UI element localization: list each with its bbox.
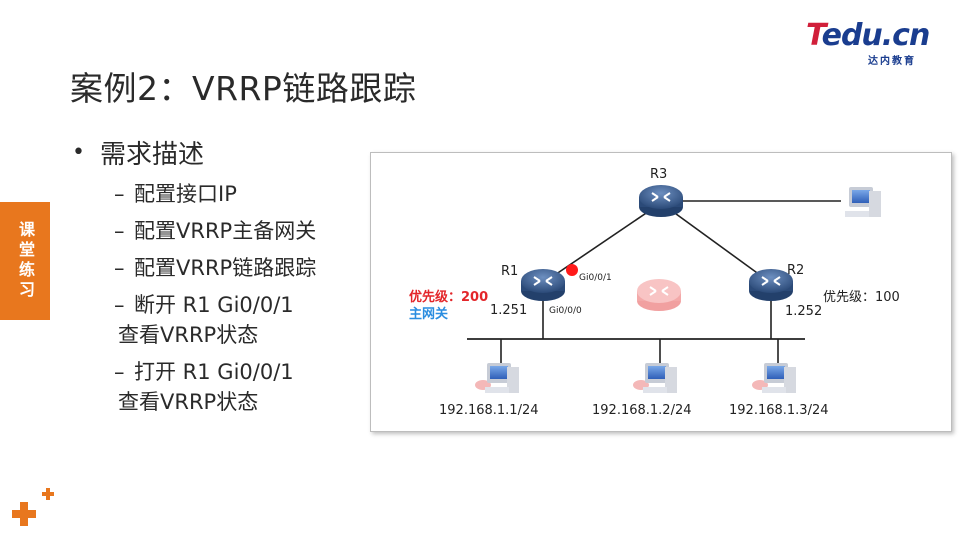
link-r3-r1	[542, 202, 662, 284]
list-item-text-cont: 查看VRRP状态	[118, 323, 259, 347]
requirements-heading-row: • 需求描述	[72, 134, 372, 171]
logo-wordmark: Tedu.cn	[806, 18, 931, 54]
list-item: 配置VRRP主备网关	[114, 216, 372, 246]
list-item-text: 配置接口IP	[134, 182, 237, 206]
list-item-text-cont: 查看VRRP状态	[118, 390, 259, 414]
virtual-router-icon	[637, 279, 681, 311]
r2-address: 1.252	[785, 304, 823, 319]
router-icon	[639, 185, 683, 217]
host-3-address: 192.168.1.3/24	[729, 403, 829, 418]
link-down-icon	[566, 264, 578, 276]
pc-icon	[845, 187, 881, 217]
pc-icon	[752, 363, 796, 393]
router-icon	[521, 269, 565, 301]
host-1-address: 192.168.1.1/24	[439, 403, 539, 418]
requirements-heading: 需求描述	[100, 140, 205, 170]
logo-t: T	[806, 18, 823, 53]
tedu-logo: Tedu.cn 达内教育	[806, 18, 936, 70]
list-item: 断开 R1 Gi0/0/1 查看VRRP状态	[114, 290, 372, 350]
list-item-text: 配置VRRP链路跟踪	[134, 256, 317, 280]
list-item-text: 断开 R1 Gi0/0/1	[134, 293, 294, 317]
r1-address: 1.251	[490, 303, 528, 318]
r1-priority: 优先级：200	[409, 290, 489, 305]
side-tab-practice: 课堂练习	[0, 202, 50, 320]
host-2-address: 192.168.1.2/24	[592, 403, 692, 418]
network-topology-diagram: R3 R1 R2 Gi0/0/1 Gi0/0/0 优先级：200 主网关 1.2…	[370, 152, 952, 432]
requirements-list: • 需求描述 配置接口IP 配置VRRP主备网关 配置VRRP链路跟踪 断开 R…	[72, 134, 372, 424]
router-icon	[749, 269, 793, 301]
r2-priority: 优先级：100	[823, 290, 900, 305]
r1-role: 主网关	[409, 307, 449, 322]
r2-label: R2	[787, 263, 805, 278]
bullet-dot-icon: •	[72, 140, 85, 165]
logo-subtitle: 达内教育	[868, 56, 916, 67]
side-tab-label: 课堂练习	[16, 221, 35, 301]
list-item-text: 配置VRRP主备网关	[134, 219, 317, 243]
r1-up-port: Gi0/0/1	[579, 273, 612, 283]
list-item-text: 打开 R1 Gi0/0/1	[134, 360, 294, 384]
slide-title: 案例2：VRRP链路跟踪	[70, 69, 417, 108]
pc-icon	[475, 363, 519, 393]
r1-down-port: Gi0/0/0	[549, 306, 582, 316]
requirements-sublist: 配置接口IP 配置VRRP主备网关 配置VRRP链路跟踪 断开 R1 Gi0/0…	[114, 179, 372, 417]
topology-svg	[467, 185, 881, 393]
r3-label: R3	[650, 167, 668, 182]
list-item: 打开 R1 Gi0/0/1 查看VRRP状态	[114, 357, 372, 417]
plus-decoration-icon	[12, 488, 54, 526]
pc-icon	[633, 363, 677, 393]
list-item: 配置接口IP	[114, 179, 372, 209]
r1-label: R1	[501, 264, 519, 279]
list-item: 配置VRRP链路跟踪	[114, 253, 372, 283]
link-r3-r2	[660, 202, 772, 284]
logo-rest: edu.cn	[821, 18, 931, 53]
